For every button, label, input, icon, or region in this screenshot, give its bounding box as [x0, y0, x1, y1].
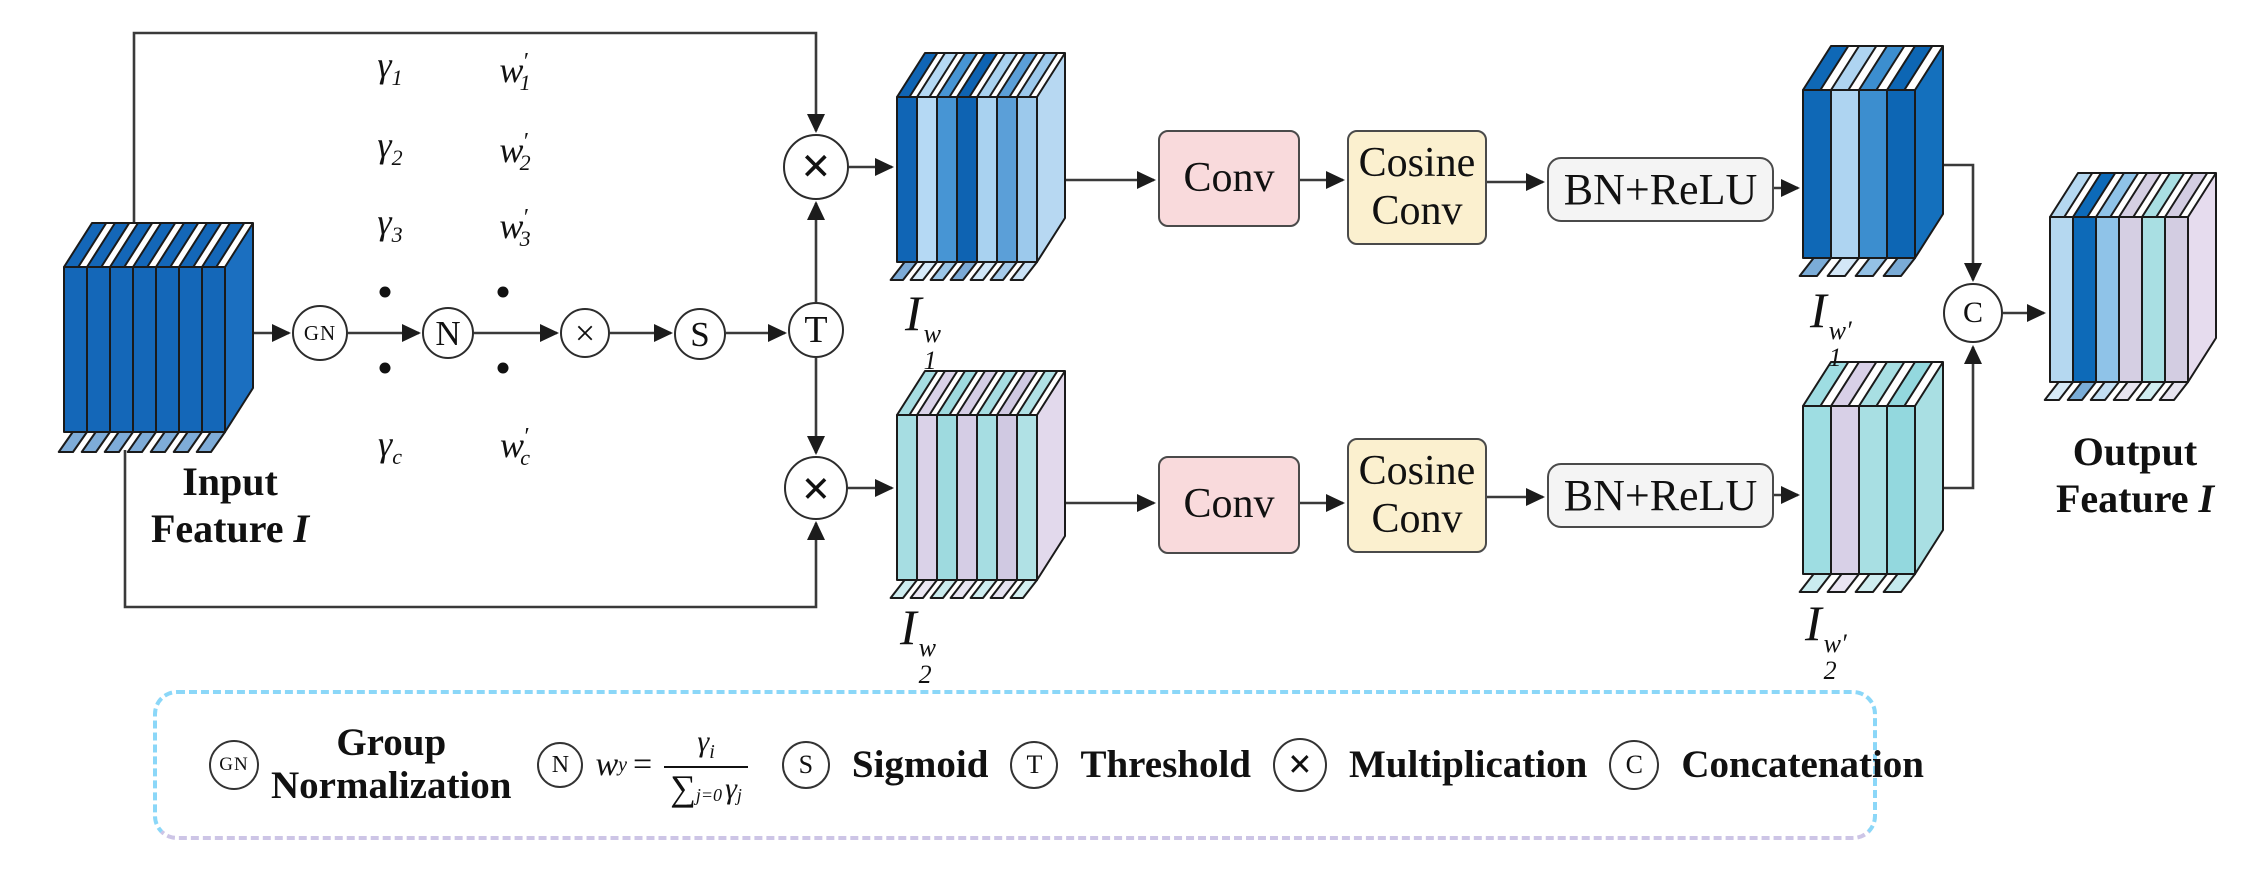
- ellipsis-dot-0: [379, 286, 391, 298]
- wire-i2wp-to-c: [1943, 345, 1982, 490]
- feature-stack-i2wp: [1798, 361, 1944, 593]
- sigmoid-node: S: [674, 308, 726, 360]
- bn-relu-box-bottom: BN+ReLU: [1547, 463, 1774, 528]
- concatenation-node: C: [1943, 283, 2003, 343]
- w-c-label: w′c: [499, 423, 531, 471]
- multiply-node-mid: ×: [560, 308, 610, 358]
- normalize-node: N: [422, 307, 474, 359]
- group-normalization-node: GN: [292, 305, 348, 361]
- ellipsis-dot-2: [497, 286, 509, 298]
- wire-bypass-bottom: [123, 450, 825, 609]
- feature-stack-i2w: [889, 370, 1066, 599]
- input-feature-label: Input Feature I: [150, 459, 310, 552]
- legend-multiplication-icon: ×: [1272, 738, 1327, 792]
- w-1-label: w′1: [499, 48, 531, 96]
- legend-concatenation-icon: C: [1609, 740, 1660, 790]
- legend-threshold-text: Threshold: [1080, 742, 1251, 786]
- ellipsis-dot-1: [379, 362, 391, 374]
- legend-sigmoid-text: Sigmoid: [851, 742, 989, 786]
- feature-stack-input: [57, 222, 254, 453]
- multiply-node-bottom: ×: [784, 456, 848, 520]
- wire-i1wp-to-c: [1943, 163, 1982, 282]
- legend-multiplication-text: Multiplication: [1348, 742, 1588, 786]
- feature-stack-i1wp: [1798, 45, 1944, 277]
- w-2-label: w′2: [499, 128, 531, 176]
- gamma-3-label: γ3: [377, 201, 403, 248]
- conv-box-top: Conv: [1158, 130, 1300, 227]
- wire-bypass-top: [132, 31, 825, 223]
- feature-stack-output: [2043, 172, 2217, 401]
- legend-concatenation-text: Concatenation: [1681, 742, 1924, 786]
- legend-n-icon: N: [537, 742, 584, 788]
- legend-gn-icon: GN: [209, 740, 259, 790]
- gamma-2-label: γ2: [377, 124, 403, 171]
- gamma-1-label: γ1: [377, 44, 403, 91]
- output-feature-label: Output Feature I: [2055, 429, 2215, 522]
- gamma-c-label: γc: [378, 423, 402, 470]
- legend-threshold-icon: T: [1010, 741, 1059, 789]
- w-3-label: w′3: [499, 204, 531, 252]
- feature-stack-i1w: [889, 52, 1066, 281]
- bn-relu-box-top: BN+ReLU: [1547, 157, 1774, 222]
- multiply-node-top: ×: [783, 134, 849, 200]
- conv-box-bottom: Conv: [1158, 456, 1300, 554]
- legend-sigmoid-icon: S: [781, 741, 830, 789]
- ellipsis-dot-3: [497, 362, 509, 374]
- threshold-node: T: [788, 302, 844, 358]
